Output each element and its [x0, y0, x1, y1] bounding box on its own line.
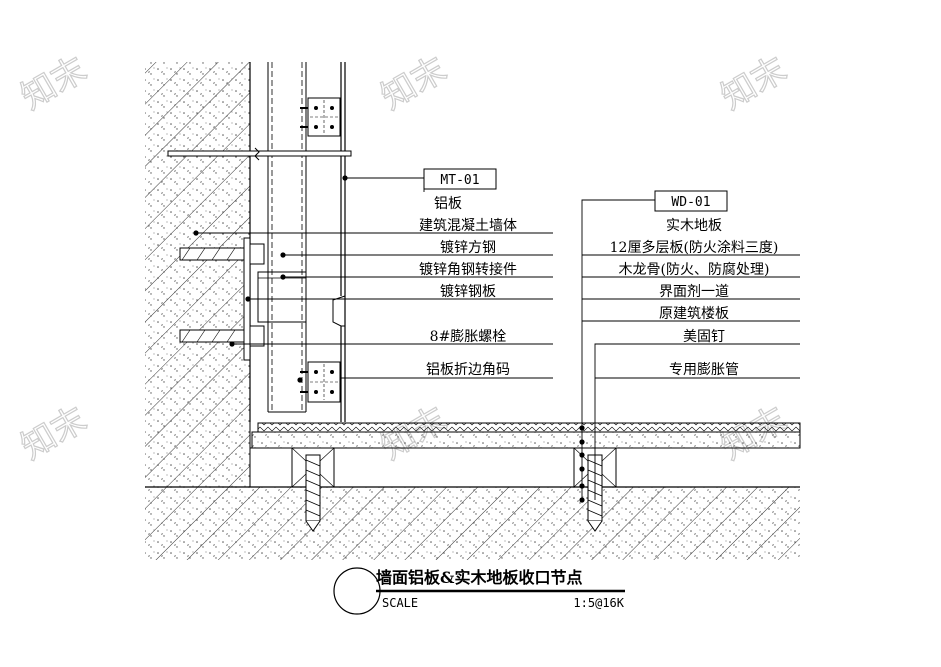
- callout-label: 原建筑楼板: [659, 306, 729, 322]
- watermark-group: 知末 知末 知末 知末 知末 知末: [14, 49, 794, 469]
- material-tag-left: MT-01: [423, 168, 497, 190]
- callout-label: 专用膨胀管: [669, 361, 739, 378]
- steel-square-tube: [267, 62, 307, 413]
- material-tag-right: WD-01: [654, 190, 728, 212]
- callout-label: 美固钉: [683, 329, 725, 345]
- expansion-bolt: [179, 325, 265, 347]
- callout-label: 木龙骨(防火、防腐处理): [619, 261, 770, 278]
- callout-label: 12厘多层板(防火涂料三度): [610, 239, 779, 256]
- tag-text: WD-01: [671, 195, 710, 210]
- scale-label: SCALE: [382, 596, 418, 610]
- callout-label: 实木地板: [666, 218, 722, 234]
- callout-label: 铝板折边角码: [426, 362, 510, 378]
- left-label-group: 铝板 建筑混凝土墙体 镀锌方钢 镀锌角钢转接件 镀锌钢板 8#膨胀螺栓 铝板折边…: [419, 196, 517, 378]
- callout-label: 铝板: [434, 196, 462, 212]
- expansion-bolt: [179, 243, 265, 265]
- watermark: 知末: [715, 49, 794, 118]
- left-leader-dots: [193, 175, 348, 383]
- tag-text: MT-01: [440, 173, 479, 188]
- right-leader-dots: [579, 425, 585, 503]
- callout-label: 界面剂一道: [659, 284, 729, 300]
- callout-label: 8#膨胀螺栓: [430, 328, 507, 345]
- angle-connector: [257, 271, 307, 323]
- title-circle: [333, 567, 381, 615]
- corner-bracket: [300, 97, 341, 137]
- callout-label: 镀锌角钢转接件: [419, 261, 517, 278]
- left-leaders: [196, 177, 553, 379]
- anchor-screw: [305, 454, 321, 532]
- floor-slab: [145, 422, 800, 560]
- drawing-title: 墙面铝板&实木地板收口节点: [376, 568, 582, 587]
- concrete-wall: [145, 62, 251, 487]
- watermark: 知末: [375, 49, 454, 118]
- corner-bracket: [300, 361, 341, 403]
- right-label-group: 实木地板 12厘多层板(防火涂料三度) 木龙骨(防火、防腐处理) 界面剂一道 原…: [610, 218, 779, 378]
- callout-label: 建筑混凝土墙体: [419, 218, 517, 234]
- watermark: 知末: [15, 49, 94, 118]
- scale-value: 1:5@16K: [573, 596, 624, 610]
- plywood-layer: [251, 431, 801, 449]
- callout-label: 镀锌钢板: [440, 283, 496, 300]
- callout-label: 镀锌方钢: [440, 239, 496, 256]
- watermark: 知末: [15, 399, 94, 468]
- title-block: 墙面铝板&实木地板收口节点 SCALE 1:5@16K: [333, 567, 625, 615]
- right-leaders: [581, 199, 800, 500]
- wood-floor-layer: [257, 422, 801, 433]
- wall-tie-rod: [167, 147, 352, 161]
